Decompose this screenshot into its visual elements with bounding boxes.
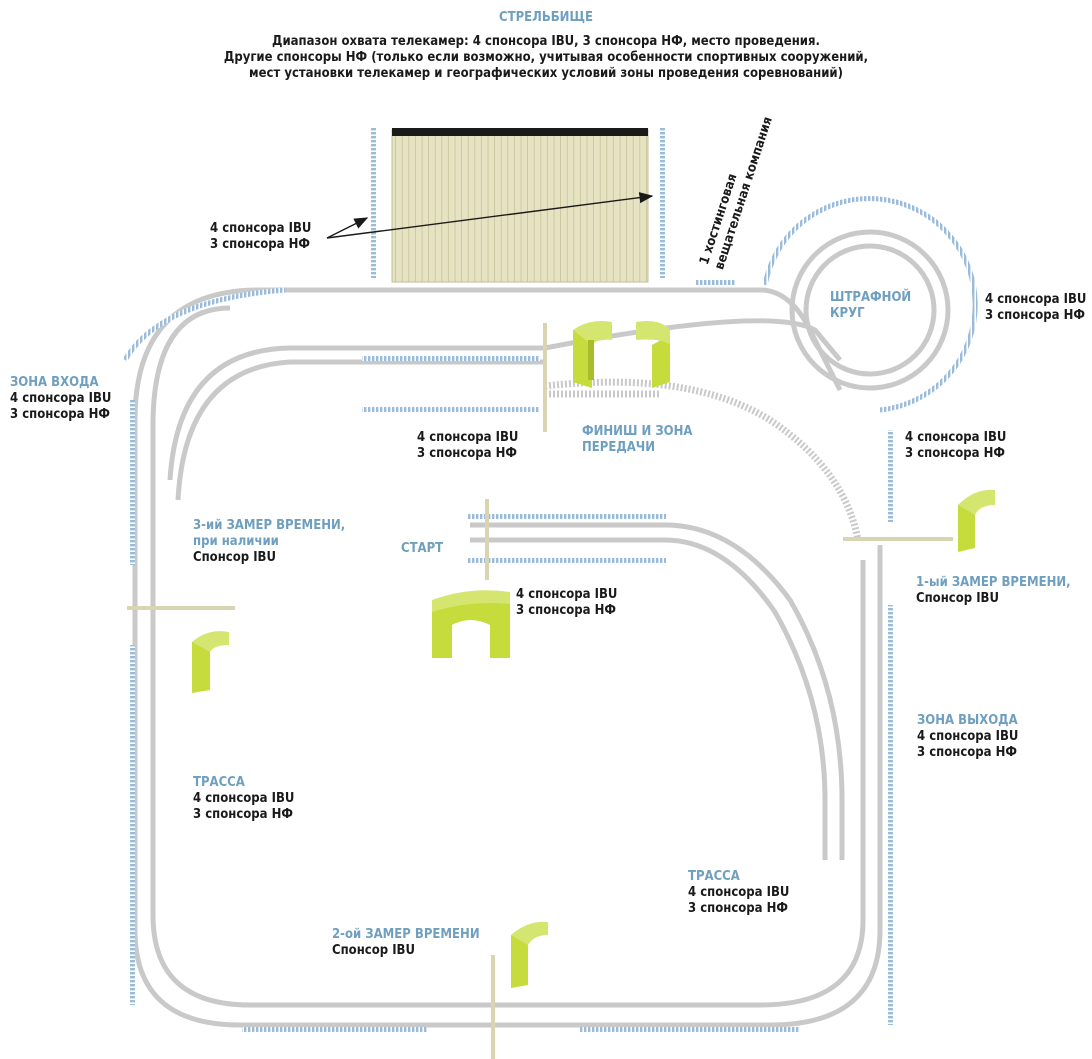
arch-split2 (511, 921, 548, 988)
entry-zone-title: ЗОНА ВХОДА (10, 375, 99, 390)
course-right-title: ТРАССА (688, 869, 740, 884)
penalty-sponsor-nf: 3 спонсора НФ (985, 308, 1086, 323)
split3-subtitle: при наличии (193, 534, 279, 549)
range-title: СТРЕЛЬБИЩЕ (499, 10, 593, 25)
course-left-sponsor-nf: 3 спонсора НФ (193, 807, 294, 822)
right-upper-sponsor-ibu: 4 спонсора IBU (905, 430, 1007, 445)
course-left-title: ТРАССА (193, 775, 245, 790)
finish-zone-title: ФИНИШ И ЗОНА ПЕРЕДАЧИ (582, 424, 692, 456)
penalty-loop (762, 196, 978, 413)
exit-zone-title: ЗОНА ВЫХОДА (917, 713, 1018, 728)
split2-sponsor: Спонсор IBU (332, 943, 415, 958)
range-sponsor-nf: 3 спонсора НФ (210, 237, 311, 252)
right-upper-sponsors: 4 спонсора IBU 3 спонсора НФ (905, 430, 1006, 462)
penalty-loop-sponsors: 4 спонсора IBU 3 спонсора НФ (985, 292, 1086, 324)
course-right-sponsor-nf: 3 спонсора НФ (688, 901, 789, 916)
right-upper-sponsor-nf: 3 спонсора НФ (905, 446, 1006, 461)
split2: 2-ой ЗАМЕР ВРЕМЕНИ Спонсор IBU (332, 927, 480, 959)
exit-zone: ЗОНА ВЫХОДА 4 спонсора IBU 3 спонсора НФ (917, 713, 1018, 761)
range-sponsor-arrows (326, 192, 654, 239)
arch-split3 (192, 631, 229, 693)
arch-split1 (958, 489, 995, 552)
arch-finish-right (636, 321, 670, 388)
exit-zone-sponsor-ibu: 4 спонсора IBU (917, 729, 1019, 744)
shooting-range (371, 128, 665, 283)
arch-start (432, 590, 510, 658)
course-left: ТРАССА 4 спонсора IBU 3 спонсора НФ (193, 775, 294, 823)
course-left-sponsor-ibu: 4 спонсора IBU (193, 791, 295, 806)
start-sponsor-nf: 3 спонсора НФ (516, 603, 617, 618)
exit-zone-sponsor-nf: 3 спонсора НФ (917, 745, 1018, 760)
penalty-loop-title-2: КРУГ (830, 306, 865, 321)
range-desc-line1: Диапазон охвата телекамер: 4 спонсора IB… (272, 34, 820, 49)
course-banners (122, 280, 893, 1032)
start-title: СТАРТ (401, 541, 444, 556)
finish-sponsor-ibu: 4 спонсора IBU (417, 430, 519, 445)
range-banner-left (371, 128, 376, 278)
finish-sponsors: 4 спонсора IBU 3 спонсора НФ (417, 430, 518, 462)
entry-zone-sponsor-ibu: 4 спонсора IBU (10, 391, 112, 406)
split1-title: 1-ый ЗАМЕР ВРЕМЕНИ, (916, 575, 1071, 590)
split3: 3-ий ЗАМЕР ВРЕМЕНИ, при наличии Спонсор … (193, 518, 345, 566)
course-right-sponsor-ibu: 4 спонсора IBU (688, 885, 790, 900)
start-sponsor-ibu: 4 спонсора IBU (516, 587, 618, 602)
finish-zone-title-1: ФИНИШ И ЗОНА (582, 424, 693, 439)
finish-zone-title-2: ПЕРЕДАЧИ (582, 440, 656, 455)
entry-zone: ЗОНА ВХОДА 4 спонсора IBU 3 спонсора НФ (10, 375, 111, 423)
range-desc-line3: мест установки телекамер и географически… (249, 66, 843, 81)
range-header: СТРЕЛЬБИЩЕ (0, 10, 1092, 26)
split2-title: 2-ой ЗАМЕР ВРЕМЕНИ (332, 927, 480, 942)
range-sponsor-ibu: 4 спонсора IBU (210, 221, 312, 236)
entry-zone-sponsor-nf: 3 спонсора НФ (10, 407, 111, 422)
split1: 1-ый ЗАМЕР ВРЕМЕНИ, Спонсор IBU (916, 575, 1071, 607)
course-right: ТРАССА 4 спонсора IBU 3 спонсора НФ (688, 869, 789, 917)
split3-sponsor: Спонсор IBU (193, 550, 276, 565)
split3-title: 3-ий ЗАМЕР ВРЕМЕНИ, (193, 518, 346, 533)
service-path (544, 378, 862, 541)
start-sponsors: 4 спонсора IBU 3 спонсора НФ (516, 587, 617, 619)
range-banner-right (660, 128, 665, 278)
split1-sponsor: Спонсор IBU (916, 591, 999, 606)
penalty-sponsor-ibu: 4 спонсора IBU (985, 292, 1087, 307)
range-description: Диапазон охвата телекамер: 4 спонсора IB… (0, 34, 1092, 82)
penalty-loop-title-1: ШТРАФНОЙ (830, 290, 912, 305)
finish-sponsor-nf: 3 спонсора НФ (417, 446, 518, 461)
timing-lines (127, 323, 953, 1059)
range-sponsors: 4 спонсора IBU 3 спонсора НФ (210, 221, 311, 253)
range-desc-line2: Другие спонсоры НФ (только если возможно… (223, 50, 869, 65)
penalty-loop-title: ШТРАФНОЙ КРУГ (830, 290, 911, 322)
arch-finish-left (573, 321, 612, 388)
